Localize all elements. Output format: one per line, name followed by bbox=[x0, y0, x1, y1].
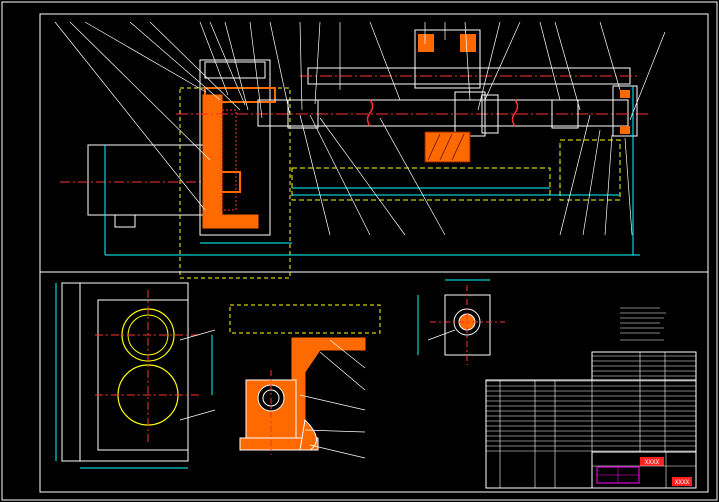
bracket-profile bbox=[291, 337, 366, 441]
end-bearing bbox=[612, 85, 638, 137]
sheet-inner-border bbox=[39, 13, 709, 493]
gear-upper bbox=[204, 87, 276, 103]
title-stamp-box bbox=[672, 477, 692, 486]
worm-gear-hatch-2 bbox=[439, 133, 453, 161]
callout-leaders bbox=[54, 21, 666, 236]
technical-notes bbox=[620, 307, 666, 341]
worm-gear-hatch-3 bbox=[451, 133, 465, 161]
gear-upper-cap bbox=[204, 61, 266, 79]
main-assembly-view bbox=[54, 21, 666, 279]
bm-leader-1 bbox=[329, 339, 366, 369]
top-bar-hidden bbox=[229, 304, 381, 334]
wheel-housing-top bbox=[414, 29, 481, 89]
plate-leader-2 bbox=[179, 409, 216, 421]
bearing-block-base bbox=[239, 437, 319, 451]
base-frame-hidden bbox=[291, 167, 551, 201]
bm-leader-5 bbox=[309, 444, 366, 459]
chain-path bbox=[221, 109, 237, 211]
motor-body bbox=[87, 144, 207, 216]
parts-list-frame bbox=[485, 379, 697, 489]
bearing-right bbox=[551, 99, 579, 129]
title-red-label: XXXX bbox=[645, 459, 660, 466]
plate-flange-left bbox=[61, 282, 81, 462]
motor-foot bbox=[114, 214, 136, 228]
title-stamp: XXXX bbox=[675, 479, 690, 486]
wheel-flange bbox=[481, 94, 499, 134]
wheel-section-top bbox=[418, 34, 434, 52]
parts-list: XXXX XXXX bbox=[485, 351, 697, 489]
end-bearing-fill bbox=[620, 90, 630, 98]
bottom-left-view bbox=[55, 282, 216, 469]
plate-inner bbox=[97, 299, 189, 451]
shaft-break-left bbox=[366, 99, 374, 127]
main-shaft bbox=[257, 99, 629, 127]
bracket-elbow bbox=[299, 418, 317, 451]
plate-outline bbox=[79, 282, 189, 462]
small-leader bbox=[427, 329, 456, 341]
bm-leader-2 bbox=[319, 351, 366, 391]
bm-leader-4 bbox=[304, 429, 366, 433]
worm-gear-hatch-1 bbox=[427, 133, 441, 161]
shaft-break-right bbox=[511, 99, 519, 127]
end-bearing-fill-2 bbox=[620, 126, 630, 134]
title-red-label-box bbox=[640, 457, 664, 466]
gear-lower bbox=[209, 171, 241, 193]
bottom-right-view bbox=[417, 279, 505, 365]
bottom-middle-view bbox=[229, 304, 381, 459]
gearbox-section bbox=[202, 94, 259, 229]
base-frame-hidden-2 bbox=[559, 139, 621, 201]
wheel-section-top-2 bbox=[460, 34, 476, 52]
plate-leader-1 bbox=[179, 329, 216, 341]
parts-list-rows bbox=[486, 355, 696, 452]
bm-leader-3 bbox=[299, 394, 366, 411]
title-block bbox=[591, 451, 697, 489]
gearbox-outline-hidden bbox=[179, 87, 291, 279]
